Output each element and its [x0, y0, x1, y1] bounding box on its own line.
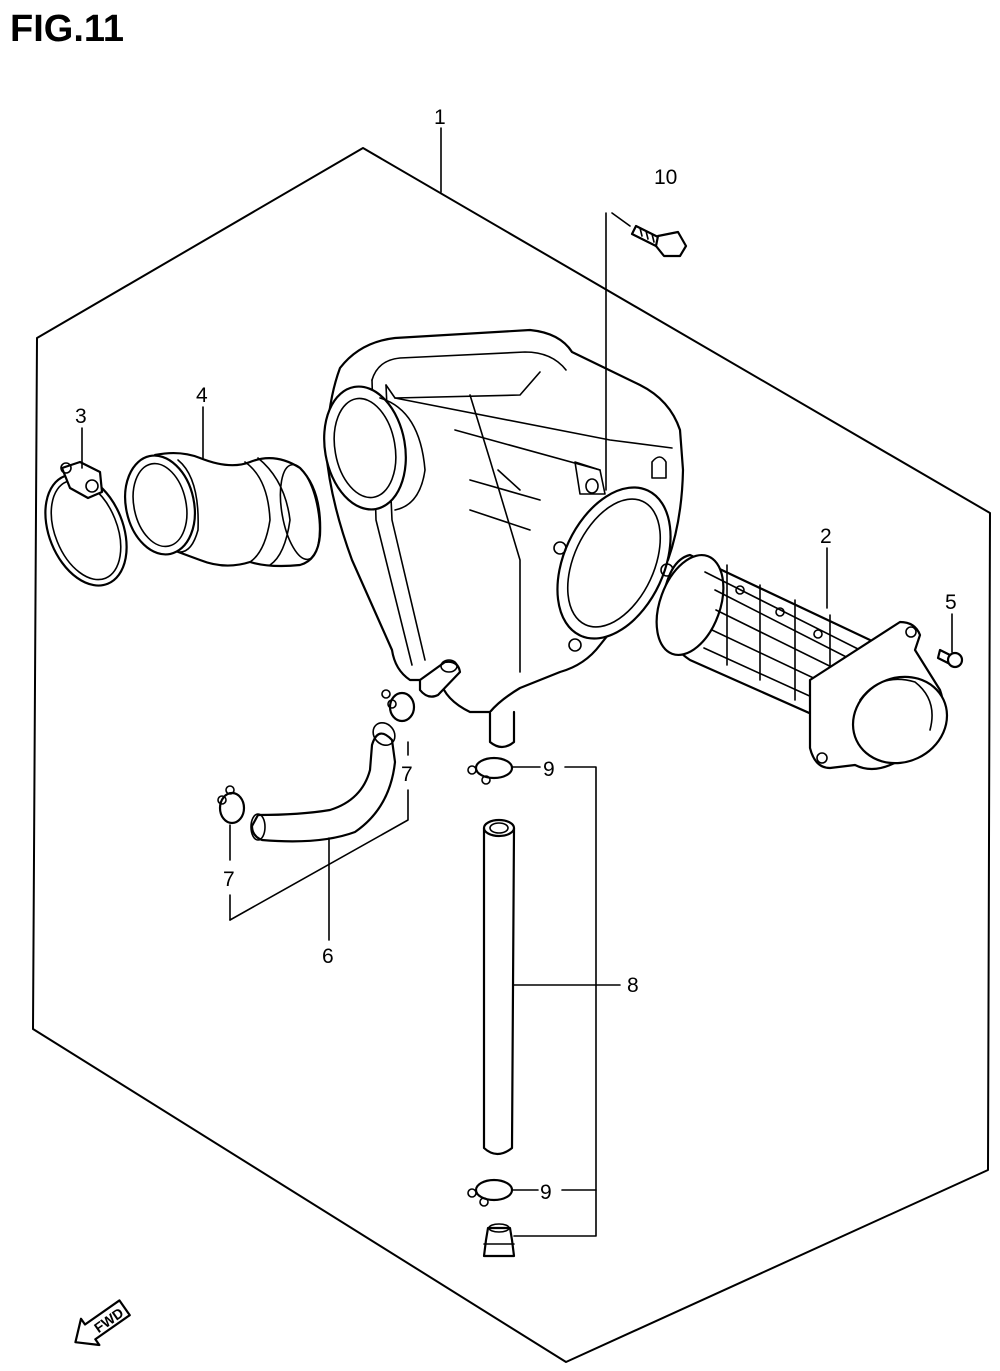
part-9-clip-lower[interactable]	[467, 1178, 514, 1207]
part-6-breather-hose[interactable]	[250, 718, 399, 843]
assembly-boundary	[32, 147, 991, 1363]
callout-1: 1	[434, 106, 446, 129]
callout-6: 6	[322, 945, 334, 968]
part-4-intake-boot[interactable]	[116, 449, 326, 568]
part-7-hose-clip-lower[interactable]	[217, 785, 246, 825]
callout-10: 10	[654, 166, 677, 189]
part-3-clamp[interactable]	[30, 460, 142, 598]
part-1-air-cleaner-case[interactable]	[315, 328, 693, 749]
leader-lines	[81, 127, 953, 1237]
callout-7-upper: 7	[401, 763, 413, 786]
callout-9-lower: 9	[540, 1181, 552, 1204]
callout-8: 8	[627, 974, 639, 997]
drain-plug[interactable]	[482, 1223, 516, 1258]
part-2-filter-element[interactable]	[644, 546, 961, 778]
part-7-hose-clip-upper[interactable]	[381, 689, 416, 723]
figure-title: FIG.11	[10, 8, 125, 50]
callout-9-upper: 9	[543, 758, 555, 781]
callout-3: 3	[75, 405, 87, 428]
callout-5: 5	[945, 591, 957, 614]
callout-labels: 1 10 3 4 2 5 7 9 7 6 8 9	[75, 106, 957, 1204]
part-10-bolt[interactable]	[630, 224, 688, 258]
callout-7-lower: 7	[223, 868, 235, 891]
part-9-clip-upper[interactable]	[467, 756, 514, 785]
forward-arrow-icon: FWD	[74, 1299, 131, 1347]
callout-4: 4	[196, 384, 208, 407]
part-8-drain-hose[interactable]	[482, 818, 516, 1156]
part-5-screw[interactable]	[936, 648, 964, 669]
callout-2: 2	[820, 525, 832, 548]
